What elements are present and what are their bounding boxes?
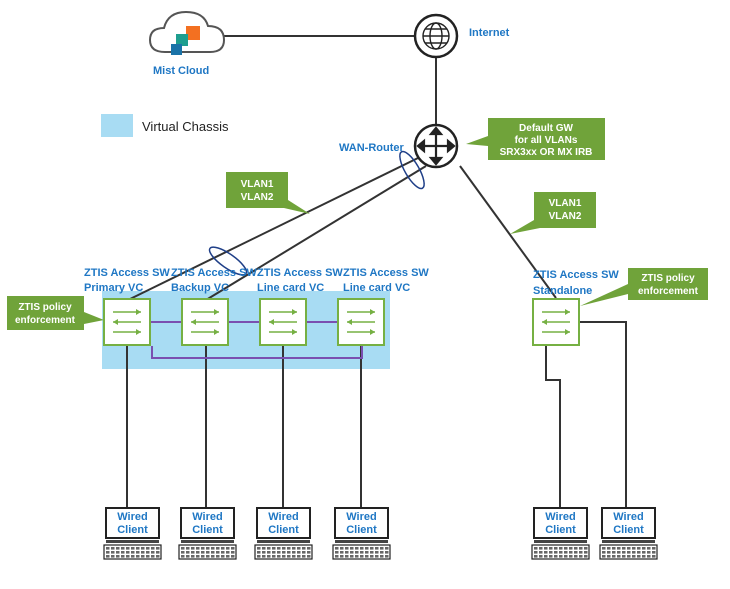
globe-icon	[422, 22, 450, 50]
switch-icon-2	[181, 298, 229, 346]
policy-callout-left: ZTIS policy enforcement	[7, 296, 104, 330]
switch-icon-4	[337, 298, 385, 346]
client-label-line2: Client	[192, 524, 223, 536]
link-router-standalone	[459, 165, 557, 299]
client-label-line1: Wired	[192, 511, 222, 523]
switch-2-label-line2: Backup VC	[171, 282, 229, 294]
default-gw-callout: Default GW for all VLANs SRX3xx OR MX IR…	[466, 118, 605, 160]
vlan-callout-left: VLAN1 VLAN2	[226, 172, 310, 214]
mist-logo-icon	[186, 26, 200, 40]
client-label-line1: Wired	[545, 511, 575, 523]
vlan-callout-right: VLAN1 VLAN2	[510, 192, 596, 234]
svg-text:VLAN2: VLAN2	[241, 192, 274, 203]
switch-1-label-line2: Primary VC	[84, 282, 143, 294]
policy-callout-right: ZTIS policy enforcement	[580, 268, 708, 306]
client-label-line2: Client	[268, 524, 299, 536]
svg-text:enforcement: enforcement	[638, 286, 699, 297]
monitor-icon	[601, 507, 656, 539]
switch-icon-1	[103, 298, 151, 346]
switch-4-label-line2: Line card VC	[343, 282, 410, 294]
mist-cloud-label: Mist Cloud	[153, 65, 209, 77]
client-label-line2: Client	[346, 524, 377, 536]
switch-2-label-line1: ZTIS Access SW	[171, 267, 257, 279]
client-label-line1: Wired	[117, 511, 147, 523]
vc-links	[149, 321, 363, 359]
default-gw-line2: for all VLANs	[515, 135, 578, 146]
monitor-icon	[105, 507, 160, 539]
switch-3-label-line2: Line card VC	[257, 282, 324, 294]
wan-router-label: WAN-Router	[339, 142, 404, 154]
client-label-line1: Wired	[346, 511, 376, 523]
client-label-line1: Wired	[268, 511, 298, 523]
wan-router-node: WAN-Router	[339, 123, 459, 169]
svg-text:VLAN2: VLAN2	[549, 211, 582, 222]
internet-node: Internet	[413, 13, 510, 59]
link-router-primary	[127, 157, 419, 301]
mist-cloud-node: Mist Cloud	[148, 10, 226, 77]
svg-text:VLAN1: VLAN1	[241, 179, 274, 190]
client-label-line1: Wired	[613, 511, 643, 523]
monitor-icon	[180, 507, 235, 539]
switch-labels: ZTIS Access SW Primary VC ZTIS Access SW…	[84, 267, 619, 297]
link-router-backup	[205, 165, 427, 301]
client-label-line2: Client	[545, 524, 576, 536]
router-arrows-icon	[416, 126, 456, 166]
connections	[126, 35, 627, 508]
internet-label: Internet	[469, 27, 510, 39]
svg-text:ZTIS policy: ZTIS policy	[18, 302, 72, 313]
client-label-line2: Client	[117, 524, 148, 536]
legend-label: Virtual Chassis	[142, 119, 229, 134]
default-gw-line3: SRX3xx OR MX IRB	[500, 147, 593, 158]
client-label-line2: Client	[613, 524, 644, 536]
lag-ellipse-bottom	[208, 246, 248, 276]
switch-3-label-line1: ZTIS Access SW	[257, 267, 343, 279]
monitor-icon	[533, 507, 588, 539]
legend-swatch	[101, 114, 133, 137]
link-sw5-client2	[580, 321, 627, 508]
switch-icon-5	[532, 298, 580, 346]
svg-text:enforcement: enforcement	[15, 315, 76, 326]
monitor-icon	[334, 507, 389, 539]
switch-5-label-line2: Standalone	[533, 285, 592, 297]
svg-text:ZTIS policy: ZTIS policy	[641, 273, 695, 284]
monitor-icon	[256, 507, 311, 539]
switch-4-label-line1: ZTIS Access SW	[343, 267, 429, 279]
link-sw5-client1	[545, 346, 561, 508]
switch-1-label-line1: ZTIS Access SW	[84, 267, 170, 279]
default-gw-line1: Default GW	[519, 123, 573, 134]
lag-ellipse-top	[399, 150, 425, 190]
switch-5-label-line1: ZTIS Access SW	[533, 269, 619, 281]
svg-text:VLAN1: VLAN1	[549, 198, 582, 209]
switch-icon-3	[259, 298, 307, 346]
